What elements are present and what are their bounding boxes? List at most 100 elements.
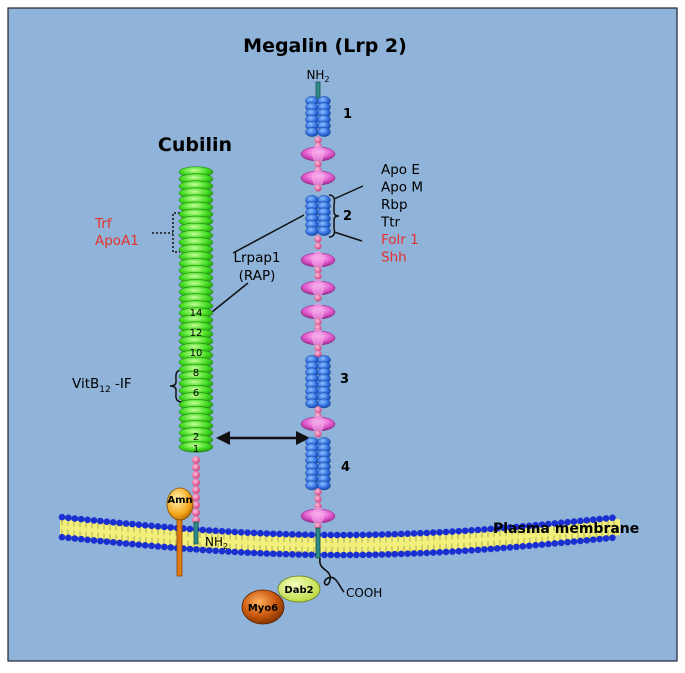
membrane-head-outer <box>436 528 443 536</box>
membrane-head-inner <box>135 541 143 549</box>
membrane-head-inner <box>519 543 527 550</box>
membrane-head-outer <box>455 527 463 535</box>
membrane-head-inner <box>231 548 239 556</box>
megalin-ligand-binding-repeat <box>305 226 319 236</box>
rap-label-line2: (RAP) <box>239 268 276 284</box>
cubilin-domain-number: 10 <box>190 348 203 359</box>
membrane-head-inner <box>154 543 162 550</box>
interaction-arrowhead-right <box>296 431 310 445</box>
membrane-head-inner <box>487 545 495 553</box>
megalin-ligand: Folr 1 <box>381 232 419 248</box>
membrane-head-outer <box>519 523 527 530</box>
ligand-line-lower <box>333 231 363 242</box>
membrane-head-outer <box>493 525 501 532</box>
cubilin-linker-bead <box>192 456 200 464</box>
megalin-nh2-stalk <box>315 81 321 101</box>
membrane-head-inner <box>193 546 200 553</box>
membrane-head-outer <box>353 531 360 539</box>
membrane-head-outer <box>199 526 207 534</box>
membrane-head-inner <box>141 541 149 549</box>
membrane-head-outer <box>525 522 533 530</box>
membrane-head-outer <box>481 526 488 533</box>
membrane-head-inner <box>148 542 155 550</box>
membrane-head-inner <box>474 546 482 554</box>
megalin-linker-bead <box>314 272 322 280</box>
cubilin-domain-number: 8 <box>193 368 199 379</box>
membrane-head-outer <box>301 531 309 538</box>
megalin-egf-highlight <box>312 507 324 525</box>
membrane-head-inner <box>481 546 488 553</box>
amn-label: Amn <box>167 495 192 506</box>
membrane-head-inner <box>276 550 283 558</box>
membrane-head-inner <box>65 534 72 542</box>
vitb12-if-label: VitB12 -IF <box>72 376 132 395</box>
membrane-head-inner <box>218 547 226 555</box>
membrane-head-outer <box>545 520 552 528</box>
membrane-head-outer <box>90 517 98 524</box>
megalin-linker-bead <box>314 495 322 503</box>
amn-protein <box>166 487 194 521</box>
membrane-head-inner <box>506 544 514 551</box>
cubilin-linker-bead <box>192 463 200 472</box>
cubilin-ligand: ApoA1 <box>95 233 139 249</box>
membrane-head-inner <box>583 537 591 544</box>
membrane-head-outer <box>167 524 175 531</box>
membrane-head-outer <box>359 531 367 539</box>
membrane-head-inner <box>500 544 507 552</box>
cubilin-domain-number: 14 <box>190 308 203 319</box>
megalin-linker-bead <box>314 350 322 358</box>
membrane-head-outer <box>225 528 232 535</box>
membrane-head-outer <box>116 519 123 527</box>
membrane-head-inner <box>161 543 168 551</box>
membrane-head-inner <box>244 549 251 556</box>
membrane-head-outer <box>161 523 168 531</box>
membrane-head-outer <box>397 530 405 538</box>
cubilin-linker-bead <box>192 493 200 502</box>
membrane-head-outer <box>372 531 379 538</box>
cubilin-nh2-label: NH2 <box>205 535 228 551</box>
membrane-head-inner <box>116 539 123 547</box>
cubilin-protein <box>178 166 214 545</box>
megalin-nh2-label: NH2 <box>306 68 329 84</box>
cubilin-linker-bead <box>192 478 200 487</box>
membrane-head-inner <box>129 540 136 548</box>
membrane-head-outer <box>468 527 475 534</box>
membrane-head-outer <box>263 530 271 537</box>
megalin-ligand-binding-repeat <box>305 480 319 491</box>
megalin-ligand-binding-repeat <box>317 480 331 491</box>
membrane-head-outer <box>500 524 507 532</box>
myo6-label: Myo6 <box>248 603 278 614</box>
cubilin-ligand-bracket <box>172 212 180 253</box>
ligand-line-upper <box>333 185 364 200</box>
cubilin-domain-number: 2 <box>193 432 199 443</box>
membrane-head-outer <box>564 518 571 526</box>
membrane-head-inner <box>417 549 424 557</box>
membrane-head-inner <box>609 534 616 542</box>
megalin-cluster-1-label: 1 <box>343 107 352 122</box>
membrane-head-inner <box>205 547 213 554</box>
megalin-ligand-binding-repeat <box>317 398 331 409</box>
myo6-protein <box>241 589 285 625</box>
cubilin-linker-bead <box>192 486 200 494</box>
connector-lines <box>152 185 364 445</box>
membrane-head-inner <box>308 551 315 559</box>
megalin-ligand: Apo M <box>381 180 423 196</box>
interaction-arrowhead-left <box>216 431 230 445</box>
membrane-head-outer <box>365 531 373 539</box>
membrane-head-inner <box>321 551 328 559</box>
membrane-head-outer <box>449 528 456 535</box>
membrane-head-outer <box>538 521 546 528</box>
membrane-head-inner <box>429 549 437 556</box>
membrane-head-outer <box>417 529 424 537</box>
megalin-ligand: Shh <box>381 250 407 266</box>
megalin-ligand-binding-repeat <box>305 127 319 137</box>
megalin-linker-bead <box>314 344 322 352</box>
membrane-head-inner <box>468 547 475 554</box>
membrane-head-inner <box>282 550 290 558</box>
membrane-head-outer <box>333 531 341 539</box>
megalin-cluster-4-label: 4 <box>341 460 350 475</box>
membrane-head-outer <box>557 519 565 527</box>
